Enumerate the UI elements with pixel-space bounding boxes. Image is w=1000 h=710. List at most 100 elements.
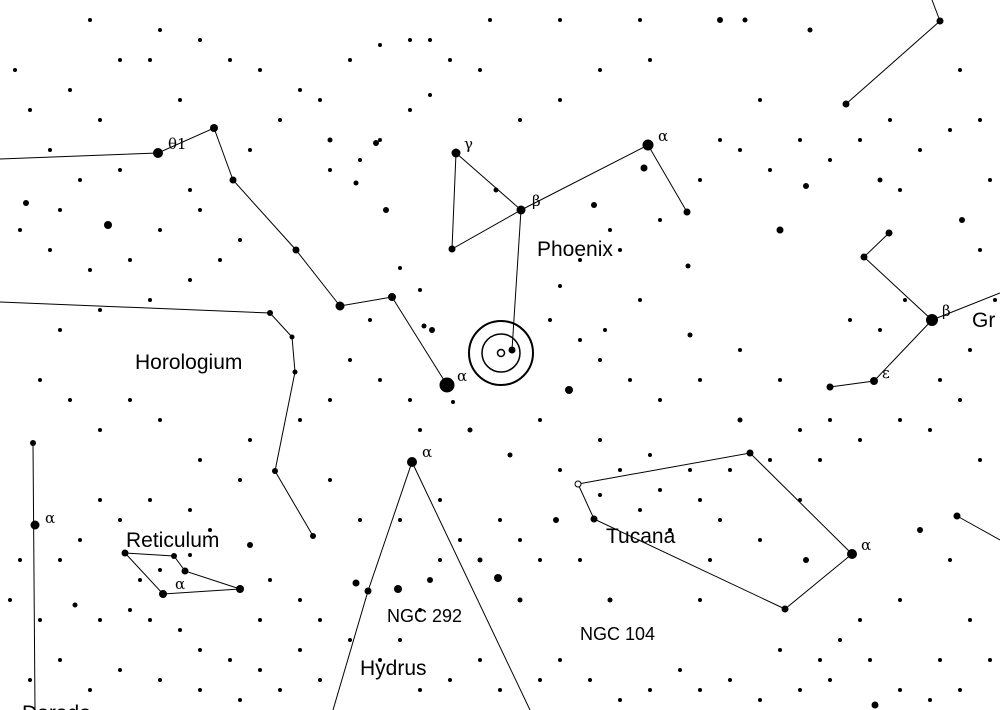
star — [48, 248, 52, 252]
star — [28, 108, 32, 112]
star — [978, 248, 982, 252]
star — [642, 139, 654, 151]
star — [683, 208, 691, 216]
star — [738, 148, 742, 152]
star — [128, 398, 132, 402]
star — [8, 598, 12, 602]
star — [758, 698, 762, 702]
star — [688, 468, 692, 472]
star — [348, 358, 352, 362]
star — [598, 493, 602, 497]
star-label-alpha-dorado: α — [45, 509, 55, 527]
star — [408, 398, 412, 402]
star — [388, 293, 396, 301]
dorado-line — [32, 442, 36, 710]
label-hydrus[interactable]: Hydrus — [360, 657, 427, 680]
star — [394, 585, 402, 593]
star — [828, 158, 832, 162]
star — [888, 118, 892, 122]
star — [968, 348, 972, 352]
star — [159, 590, 167, 598]
star — [88, 268, 92, 272]
star — [608, 228, 612, 232]
star — [198, 648, 202, 652]
label-ngc104[interactable]: NGC 104 — [580, 624, 655, 644]
star — [358, 158, 362, 162]
star — [860, 253, 868, 261]
star — [88, 18, 92, 22]
star — [658, 398, 662, 402]
star — [238, 698, 242, 702]
star — [638, 298, 642, 302]
label-tucana[interactable]: Tucana — [606, 525, 676, 548]
label-dorado[interactable]: Dorado — [22, 702, 91, 710]
star — [938, 658, 942, 662]
star — [858, 438, 862, 442]
star — [335, 301, 345, 311]
stars-layer — [8, 17, 997, 709]
star — [158, 28, 162, 32]
star — [478, 658, 482, 662]
star — [898, 188, 902, 192]
star — [958, 688, 962, 692]
star — [378, 138, 382, 142]
label-reticulum[interactable]: Reticulum — [126, 529, 219, 552]
star — [210, 124, 218, 132]
star — [298, 88, 302, 92]
label-phoenix[interactable]: Phoenix — [537, 238, 613, 261]
star — [878, 328, 882, 332]
star — [229, 176, 237, 184]
star — [98, 498, 102, 502]
star — [516, 205, 526, 215]
star — [28, 678, 32, 682]
star — [467, 427, 473, 433]
star — [118, 668, 122, 672]
star — [517, 597, 523, 603]
star — [498, 518, 502, 522]
star — [48, 148, 52, 152]
star — [258, 668, 262, 672]
star — [181, 567, 189, 575]
star — [978, 118, 982, 122]
star — [364, 587, 372, 595]
star — [278, 118, 282, 122]
star — [228, 658, 232, 662]
star — [578, 258, 582, 262]
grus-line-north — [863, 232, 1000, 321]
star — [828, 418, 832, 422]
star — [228, 58, 232, 62]
star — [578, 338, 582, 342]
star — [778, 648, 782, 652]
star — [781, 605, 789, 613]
star — [188, 188, 192, 192]
star — [298, 648, 302, 652]
star — [958, 398, 962, 402]
star — [148, 58, 152, 62]
star — [198, 208, 202, 212]
star — [498, 688, 502, 692]
hydrus-line — [332, 460, 531, 710]
label-ngc292[interactable]: NGC 292 — [387, 606, 462, 626]
star — [98, 118, 102, 122]
deep-sky-labels: NGC 292 NGC 104 — [387, 606, 655, 644]
star — [948, 558, 952, 562]
star — [798, 498, 802, 502]
star — [208, 528, 212, 532]
star — [768, 458, 772, 462]
star — [451, 400, 455, 404]
star — [378, 43, 382, 47]
grus-line-east — [956, 515, 1000, 541]
label-horologium[interactable]: Horologium — [135, 351, 242, 374]
star — [248, 148, 252, 152]
star — [428, 38, 432, 42]
label-grus[interactable]: Gr — [972, 309, 995, 332]
star — [18, 228, 22, 232]
star — [618, 698, 622, 702]
star — [993, 298, 997, 302]
star — [128, 608, 132, 612]
star — [798, 138, 802, 142]
star — [427, 577, 433, 583]
star — [926, 314, 938, 326]
star — [477, 557, 483, 563]
